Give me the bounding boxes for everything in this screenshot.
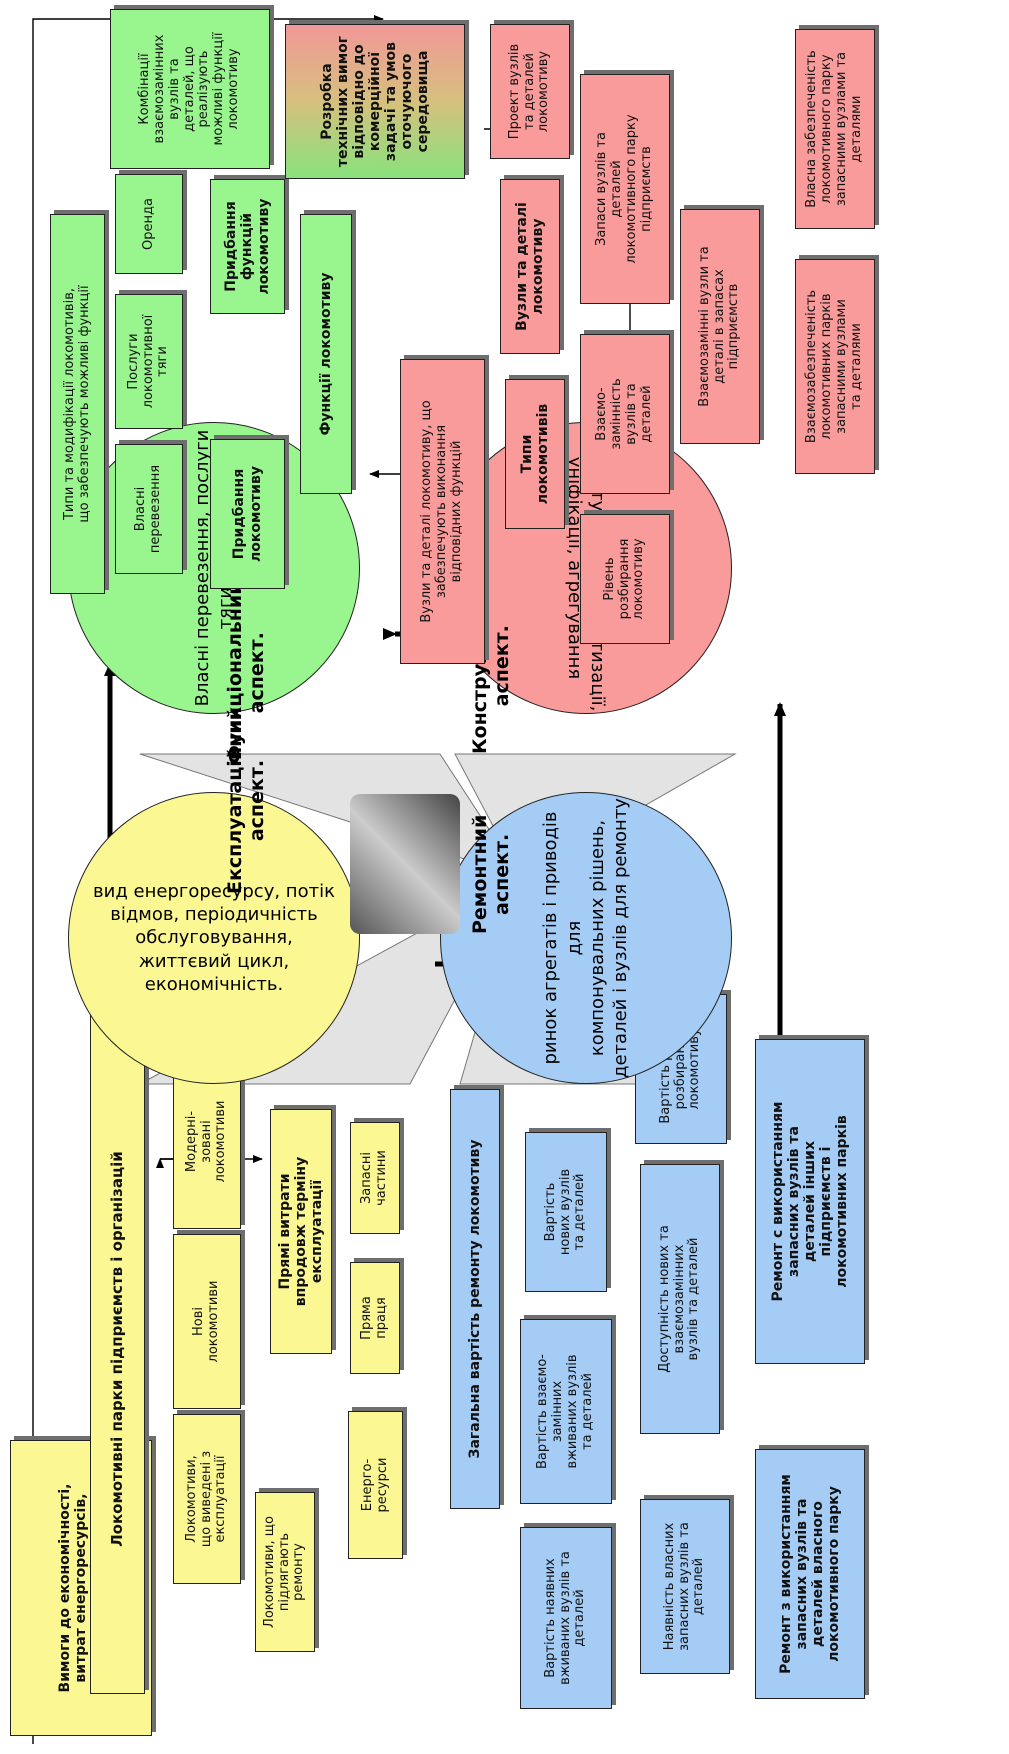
own-transport-box: Власні перевезення	[115, 444, 183, 574]
avail-own-box: Наявність власних запасних вузлів та дет…	[640, 1499, 730, 1674]
total-repair-cost-box: Загальна вартість ремонту локомотиву	[450, 1089, 500, 1509]
traction-services-box: Послуги локомотивної тяги	[115, 294, 183, 429]
decommissioned-box: Локомотиви, що виведені з експлуатації	[173, 1414, 241, 1584]
interchange-box: Взаємо- замінність вузлів та деталей	[580, 334, 670, 494]
repair-aspect-label: Ремонтний аспект.	[469, 814, 513, 934]
direct-costs-box: Прямі витрати впродовж терміну експлуата…	[270, 1109, 332, 1354]
spares-box: Запасні частини	[350, 1122, 400, 1234]
loco-types-box: Типи локомотивів	[505, 379, 565, 529]
exploit-ellipse: вид енергоресурсу, потік відмов, періоди…	[68, 792, 360, 1084]
mutual-supply-box: Взаємозабезпеченість локомотивних парків…	[795, 259, 875, 474]
locomotive-image	[350, 794, 460, 934]
own-supply-box: Власна забезпеченість локомотивного парк…	[795, 29, 875, 229]
own-parts-repair-box: Ремонт з використанням запасних вузлів т…	[755, 1449, 865, 1699]
rent-box: Оренда	[115, 174, 183, 274]
labor-box: Пряма праця	[350, 1262, 400, 1374]
fleets-box: Локомотивні парки підприємств і організа…	[90, 1004, 145, 1694]
cost-interchange-box: Вартість взаємо- замінних вживаних вузлі…	[520, 1319, 612, 1504]
units-details-box: Вузли та деталі локомотиву	[500, 179, 560, 354]
other-parts-repair-box: Ремонт с використанням запасних вузлів т…	[755, 1039, 865, 1364]
avail-new-box: Доступність нових та взаємозамінних вузл…	[640, 1164, 720, 1434]
combos-box: Комбінації взаємозамінних вузлів та дета…	[110, 9, 270, 169]
buy-loco-box: Придбання локомотиву	[210, 439, 285, 589]
buy-functions-box: Придбання функцій локомотиву	[210, 179, 285, 314]
interchange-stock-box: Взаємозамінні вузли та деталі в запасах …	[680, 209, 760, 444]
fleet-stock-box: Запаси вузлів та деталей локомотивного п…	[580, 74, 670, 304]
types-mods-box: Типи та модифікації локомотивів, що забе…	[50, 214, 105, 594]
to-repair-box: Локомотиви, що підлягають ремонту	[255, 1492, 315, 1652]
functions-box: Функції локомотиву	[300, 214, 352, 494]
cost-used-parts-box: Вартість наявних вживаних вузлів та дета…	[520, 1527, 612, 1709]
energy-box: Енерго- ресурси	[348, 1411, 403, 1559]
cost-new-box: Вартість нових вузлів та деталей	[525, 1132, 607, 1292]
disassembly-box: Рівень розбирання локомотиву	[580, 514, 670, 644]
tech-requirements-box: Розробка технічних вимог відповідно до к…	[285, 24, 465, 179]
project-box: Проект вузлів та деталей локомотиву	[490, 24, 570, 159]
new-locos-box: Нові локомотиви	[173, 1234, 241, 1409]
units-functions-box: Вузли та деталі локомотиву, що забезпечу…	[400, 359, 485, 664]
functional-aspect-label: Функціональний аспект.	[224, 581, 268, 764]
